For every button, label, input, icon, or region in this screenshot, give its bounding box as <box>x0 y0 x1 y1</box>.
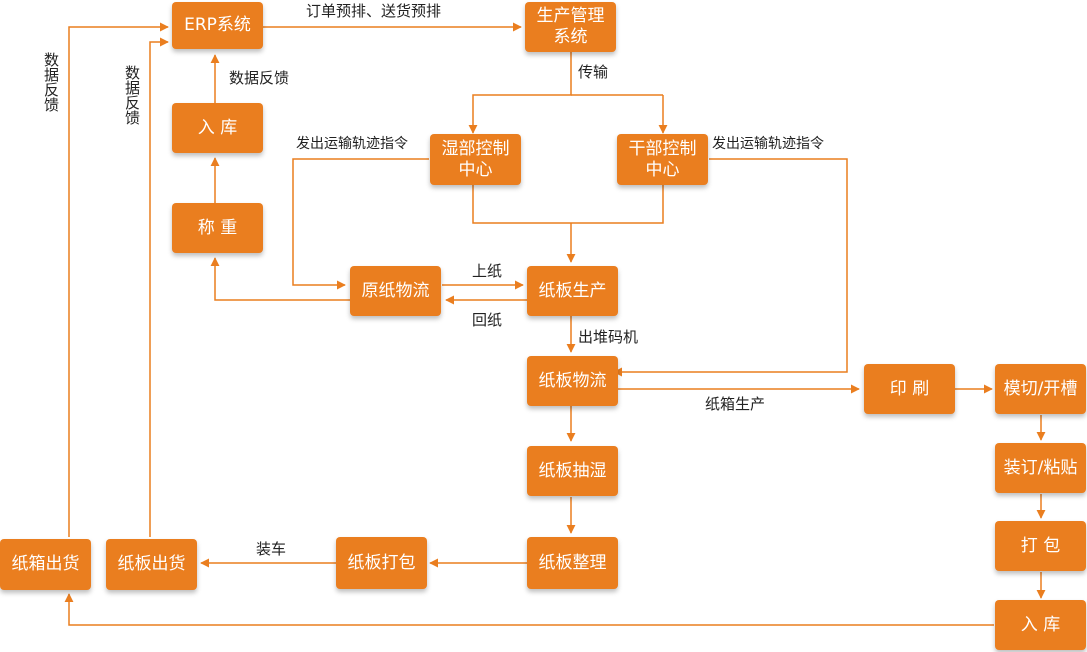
label-loading: 装车 <box>256 540 287 558</box>
label-issue-cmd-left: 发出运输轨迹指令 <box>296 136 408 152</box>
label-return-paper: 回纸 <box>472 311 503 329</box>
node-raw-paper-logistics: 原纸物流 <box>350 266 441 316</box>
node-weighing: 称 重 <box>172 203 263 253</box>
node-wet-control: 湿部控制 中心 <box>430 134 521 185</box>
label-data-feedback-top: 数据反馈 <box>229 69 290 87</box>
node-carton-shipping: 纸箱出货 <box>0 539 91 590</box>
node-die-cut: 模切/开槽 <box>995 364 1086 414</box>
edge-board-shipping-to-erp <box>149 37 169 537</box>
label-data-feedback-left-2: 数据反馈 <box>123 65 141 125</box>
node-warehouse-in-bottom: 入 库 <box>995 600 1086 650</box>
edge-wet-to-raw-paper <box>292 158 429 290</box>
node-erp: ERP系统 <box>172 2 263 49</box>
node-printing: 印 刷 <box>864 364 955 414</box>
edge-warehouse-to-carton-shipping <box>64 593 994 626</box>
label-carton-production: 纸箱生产 <box>705 395 766 413</box>
node-packing-right: 打 包 <box>995 521 1086 571</box>
node-board-sorting: 纸板整理 <box>527 537 618 589</box>
label-data-feedback-left-1: 数据反馈 <box>42 52 60 112</box>
node-board-logistics: 纸板物流 <box>527 356 618 406</box>
edge-dry-to-board-logistics <box>613 158 848 377</box>
node-board-dehumidify: 纸板抽湿 <box>527 446 618 496</box>
node-board-shipping: 纸板出货 <box>106 539 197 590</box>
label-to-stacker: 出堆码机 <box>578 328 639 346</box>
edge-production-to-controls <box>468 52 572 134</box>
node-binding-gluing: 装订/粘贴 <box>995 443 1086 493</box>
node-board-packing: 纸板打包 <box>336 537 427 589</box>
edge-carton-shipping-to-erp <box>68 22 169 537</box>
node-dry-control: 干部控制 中心 <box>617 134 708 185</box>
node-warehouse-in-top: 入 库 <box>172 103 263 153</box>
edge-wet-to-merge <box>472 185 664 224</box>
label-issue-cmd-right: 发出运输轨迹指令 <box>712 136 824 152</box>
edge-raw-to-weighing <box>210 257 350 301</box>
node-board-production: 纸板生产 <box>527 266 618 316</box>
label-transmission: 传输 <box>578 63 609 81</box>
node-production-management: 生产管理 系统 <box>525 2 616 52</box>
label-order-schedule: 订单预排、送货预排 <box>306 2 442 20</box>
label-load-paper: 上纸 <box>472 262 503 280</box>
